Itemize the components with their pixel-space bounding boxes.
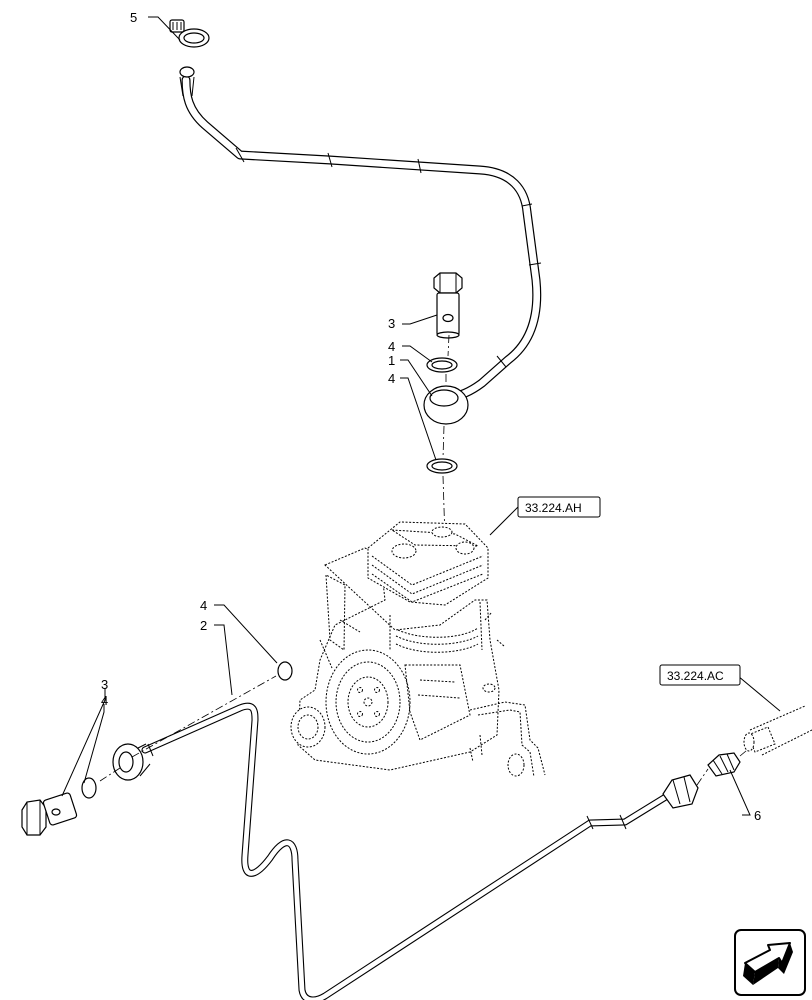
callout-2: 2 xyxy=(200,618,207,633)
union-nut xyxy=(662,774,699,809)
callout-1: 1 xyxy=(388,353,395,368)
reference-outlet-label: 33.224.AC xyxy=(667,669,724,683)
hose-clamp xyxy=(169,19,210,48)
callout-3-top: 3 xyxy=(388,316,395,331)
leader-lines xyxy=(61,16,781,816)
banjo-bolt-left xyxy=(21,792,78,836)
banjo-bolt-top xyxy=(433,272,463,339)
callout-4-mid: 4 xyxy=(200,598,207,613)
upper-pipe xyxy=(179,66,542,403)
banjo-fitting-lower xyxy=(112,743,151,781)
arrow-navigation-icon[interactable] xyxy=(734,929,806,996)
sealing-washer-right xyxy=(277,661,293,681)
reference-compressor-label: 33.224.AH xyxy=(525,501,582,515)
reference-compressor[interactable]: 33.224.AH xyxy=(517,496,601,518)
callout-5: 5 xyxy=(130,10,137,25)
reference-outlet[interactable]: 33.224.AC xyxy=(659,664,741,686)
male-adapter xyxy=(707,752,741,777)
callout-3-left: 3 xyxy=(101,677,108,692)
callout-4-top-b: 4 xyxy=(388,371,395,386)
callout-4-left: 4 xyxy=(101,693,108,708)
callout-4-top-a: 4 xyxy=(388,339,395,354)
sealing-washer-left xyxy=(81,777,97,799)
callout-6: 6 xyxy=(754,808,761,823)
sealing-washer-lower-inner xyxy=(431,461,453,471)
banjo-fitting xyxy=(423,385,469,425)
outlet-pipe xyxy=(743,705,812,756)
air-compressor xyxy=(290,521,546,778)
sealing-washer-upper-inner xyxy=(431,360,453,370)
